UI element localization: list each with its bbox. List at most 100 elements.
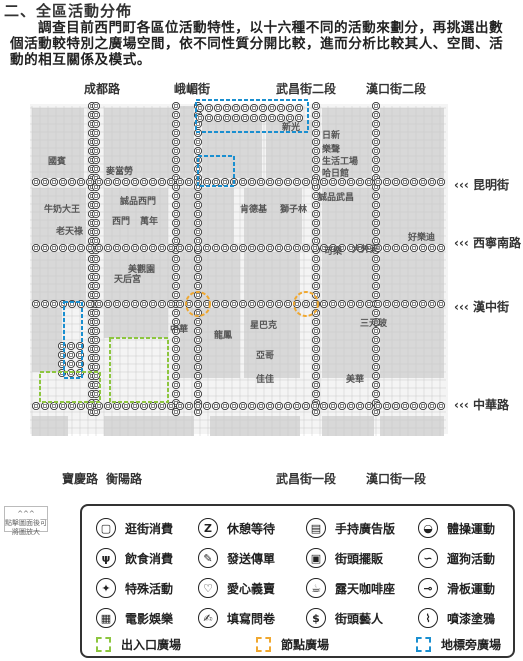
activity-marker bbox=[166, 299, 176, 309]
activity-marker bbox=[337, 299, 347, 309]
activity-marker bbox=[418, 243, 428, 253]
activity-marker bbox=[371, 263, 381, 273]
road-label-emei: 峨嵋街 bbox=[174, 82, 211, 96]
map-canvas[interactable]: 國賓麥當勞牛奶大王老天祿誠品西門西門萬年美觀園天后宮肯德基獅子林新光星巴克中華日… bbox=[0, 76, 523, 486]
entrance-plaza-outline[interactable] bbox=[39, 371, 101, 403]
activity-marker bbox=[91, 254, 101, 264]
activity-marker bbox=[91, 227, 101, 237]
activity-marker bbox=[171, 371, 181, 381]
activity-marker bbox=[247, 299, 257, 309]
page-title: 二、全區活動分佈 bbox=[4, 2, 133, 20]
place-label: 好樂迪 bbox=[407, 231, 435, 243]
activity-marker bbox=[193, 344, 203, 354]
node-plaza-outline[interactable] bbox=[293, 291, 319, 317]
activity-marker bbox=[171, 335, 181, 345]
activity-marker bbox=[222, 103, 232, 113]
activity-marker bbox=[328, 299, 338, 309]
node-plaza-outline[interactable] bbox=[185, 291, 211, 317]
legend-label: 噴漆塗鴉 bbox=[447, 611, 496, 626]
activity-marker bbox=[184, 401, 194, 411]
activity-marker bbox=[238, 299, 248, 309]
road-label-hengyang: 衡陽路 bbox=[106, 472, 143, 486]
activity-marker bbox=[91, 272, 101, 282]
activity-marker bbox=[311, 209, 321, 219]
activity-marker bbox=[256, 177, 266, 187]
activity-marker bbox=[40, 177, 50, 187]
activity-marker bbox=[211, 401, 221, 411]
activity-marker bbox=[49, 299, 59, 309]
plaza-swatch-icon bbox=[416, 637, 431, 652]
activity-marker bbox=[91, 290, 101, 300]
activity-marker bbox=[171, 308, 181, 318]
activity-marker bbox=[238, 243, 248, 253]
survey-icon: ✍ bbox=[198, 608, 218, 628]
activity-marker bbox=[91, 371, 101, 381]
legend-label: 飲食消費 bbox=[125, 551, 174, 566]
activity-marker bbox=[311, 335, 321, 345]
legend-item: ⊸滑板運動 bbox=[418, 578, 495, 598]
activity-marker bbox=[371, 218, 381, 228]
legend-label: 出入口廣場 bbox=[121, 638, 182, 652]
activity-marker bbox=[171, 254, 181, 264]
activity-marker bbox=[283, 243, 293, 253]
activity-marker bbox=[171, 353, 181, 363]
place-label: 星巴克 bbox=[250, 319, 277, 331]
landmark-plaza-outline[interactable] bbox=[63, 301, 83, 379]
legend-item: ▤手持廣告版 bbox=[306, 518, 395, 538]
activity-marker bbox=[91, 137, 101, 147]
activity-marker bbox=[319, 243, 329, 253]
activity-marker bbox=[171, 110, 181, 120]
activity-marker bbox=[283, 299, 293, 309]
activity-marker bbox=[371, 254, 381, 264]
activity-marker bbox=[91, 353, 101, 363]
activity-marker bbox=[371, 335, 381, 345]
activity-marker bbox=[373, 299, 383, 309]
place-label: 可樂 bbox=[324, 245, 343, 257]
activity-marker bbox=[175, 299, 185, 309]
landmark-plaza-outline[interactable] bbox=[197, 155, 235, 187]
activity-marker bbox=[311, 371, 321, 381]
legend-label: 街頭藝人 bbox=[335, 611, 384, 626]
activity-marker bbox=[364, 243, 374, 253]
activity-marker bbox=[391, 177, 401, 187]
activity-marker bbox=[49, 177, 59, 187]
legend-item: ⌇噴漆塗鴉 bbox=[418, 608, 495, 628]
activity-marker bbox=[171, 317, 181, 327]
activity-marker bbox=[91, 344, 101, 354]
activity-marker bbox=[76, 177, 86, 187]
activity-marker bbox=[311, 353, 321, 363]
cinema-icon: ▦ bbox=[96, 608, 116, 628]
landmark-plaza-outline[interactable] bbox=[195, 99, 309, 133]
activity-marker bbox=[427, 243, 437, 253]
place-label: 亞哥 bbox=[256, 350, 274, 361]
activity-marker bbox=[371, 209, 381, 219]
activity-marker bbox=[130, 177, 140, 187]
activity-marker bbox=[220, 299, 230, 309]
place-label: 國賓 bbox=[48, 155, 66, 167]
activity-marker bbox=[213, 113, 223, 123]
activity-marker bbox=[157, 299, 167, 309]
activity-marker bbox=[265, 299, 275, 309]
activity-marker bbox=[364, 177, 374, 187]
activity-marker bbox=[292, 243, 302, 253]
activity-marker bbox=[256, 401, 266, 411]
legend-item: ✦特殊活動 bbox=[96, 578, 173, 598]
activity-marker bbox=[91, 236, 101, 246]
activity-marker bbox=[400, 243, 410, 253]
activity-marker bbox=[121, 299, 131, 309]
activity-marker bbox=[391, 299, 401, 309]
activity-marker bbox=[112, 177, 122, 187]
activity-marker bbox=[311, 137, 321, 147]
road-label-zhonghua: ‹‹‹ 中華路 bbox=[454, 398, 510, 412]
activity-marker bbox=[91, 119, 101, 129]
map[interactable]: 國賓麥當勞牛奶大王老天祿誠品西門西門萬年美觀園天后宮肯德基獅子林新光星巴克中華日… bbox=[0, 76, 523, 486]
activity-marker bbox=[31, 177, 41, 187]
activity-marker bbox=[240, 103, 250, 113]
activity-marker bbox=[193, 401, 203, 411]
entrance-plaza-outline[interactable] bbox=[109, 337, 169, 403]
activity-marker bbox=[91, 263, 101, 273]
activity-marker bbox=[193, 353, 203, 363]
busker-icon: $ bbox=[306, 608, 326, 628]
activity-marker bbox=[171, 119, 181, 129]
legend-item: ▣街頭擺販 bbox=[306, 548, 383, 568]
